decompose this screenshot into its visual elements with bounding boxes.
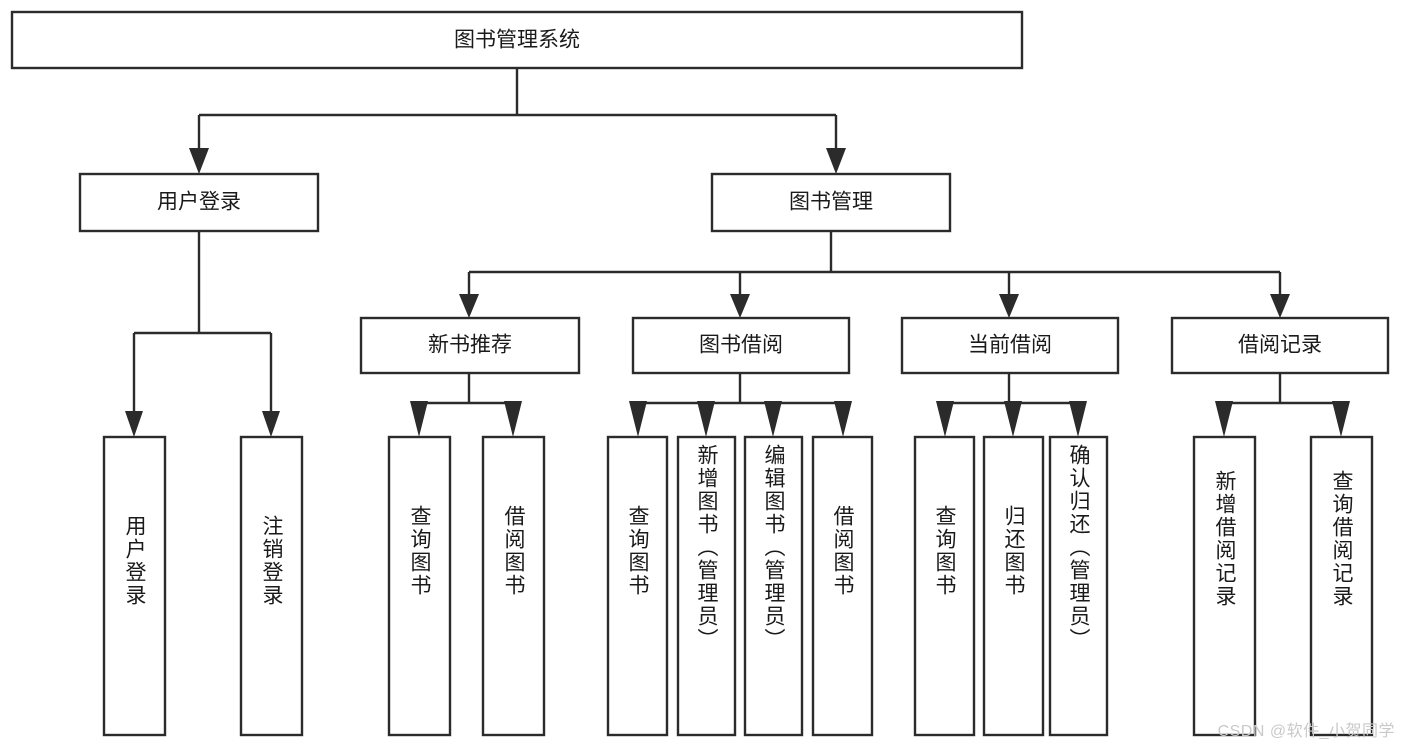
node-user-login[interactable] <box>78 172 320 233</box>
node-leaf-return-book[interactable] <box>982 435 1045 737</box>
node-leaf-query-book-1[interactable] <box>387 435 452 737</box>
node-new-book-recommend-label: 新书推荐 <box>428 334 512 357</box>
arrow-icon <box>697 401 715 437</box>
node-current-borrow-label: 当前借阅 <box>968 334 1052 357</box>
node-book-management-label: 图书管理 <box>789 191 873 214</box>
node-borrow-record-label: 借阅记录 <box>1238 334 1322 357</box>
node-leaf-confirm-return-admin[interactable] <box>1048 435 1109 737</box>
arrow-icon <box>834 401 852 437</box>
arrow-icon <box>730 294 750 318</box>
node-leaf-borrow-book-1[interactable] <box>481 435 546 737</box>
node-leaf-edit-book-admin[interactable] <box>743 435 804 737</box>
box-layer: 图书管理系统 用户登录 图书管理 新书推荐 图书借阅 当前借阅 借阅记录 <box>10 10 1390 737</box>
node-leaf-query-borrow-record[interactable] <box>1309 435 1374 737</box>
node-leaf-user-login[interactable] <box>102 435 167 737</box>
arrow-icon <box>1332 401 1350 437</box>
arrow-icon <box>504 401 522 437</box>
arrow-icon <box>999 294 1019 318</box>
watermark-text: CSDN @软件_小贺同学 <box>1217 723 1395 740</box>
arrow-icon <box>629 401 647 437</box>
arrow-icon <box>189 148 209 174</box>
node-leaf-add-book-admin[interactable] <box>676 435 737 737</box>
arrowhead-layer <box>125 148 1350 437</box>
arrow-icon <box>459 294 479 318</box>
node-current-borrow[interactable] <box>900 316 1120 375</box>
node-leaf-borrow-book-2[interactable] <box>811 435 874 737</box>
arrow-icon <box>764 401 782 437</box>
node-root-book-management-system[interactable] <box>10 10 1024 70</box>
node-borrow-record[interactable] <box>1170 316 1390 375</box>
arrow-icon <box>1270 294 1290 318</box>
node-book-borrow[interactable] <box>631 316 851 375</box>
node-leaf-logout-login[interactable] <box>239 435 304 737</box>
arrow-icon <box>1004 401 1022 437</box>
node-leaf-query-book-3[interactable] <box>913 435 976 737</box>
node-leaf-add-borrow-record[interactable] <box>1192 435 1257 737</box>
arrow-icon <box>1069 401 1087 437</box>
node-book-borrow-label: 图书借阅 <box>699 334 783 357</box>
arrow-icon <box>262 411 280 437</box>
arrow-icon <box>1215 401 1233 437</box>
arrow-icon <box>125 411 143 437</box>
node-root-label: 图书管理系统 <box>454 29 580 52</box>
node-leaf-query-book-2[interactable] <box>606 435 669 737</box>
arrow-icon <box>936 401 954 437</box>
arrow-icon <box>826 148 846 174</box>
arrow-icon <box>410 401 428 437</box>
node-book-management[interactable] <box>710 172 952 233</box>
node-user-login-label: 用户登录 <box>157 191 241 214</box>
node-new-book-recommend[interactable] <box>359 316 581 375</box>
